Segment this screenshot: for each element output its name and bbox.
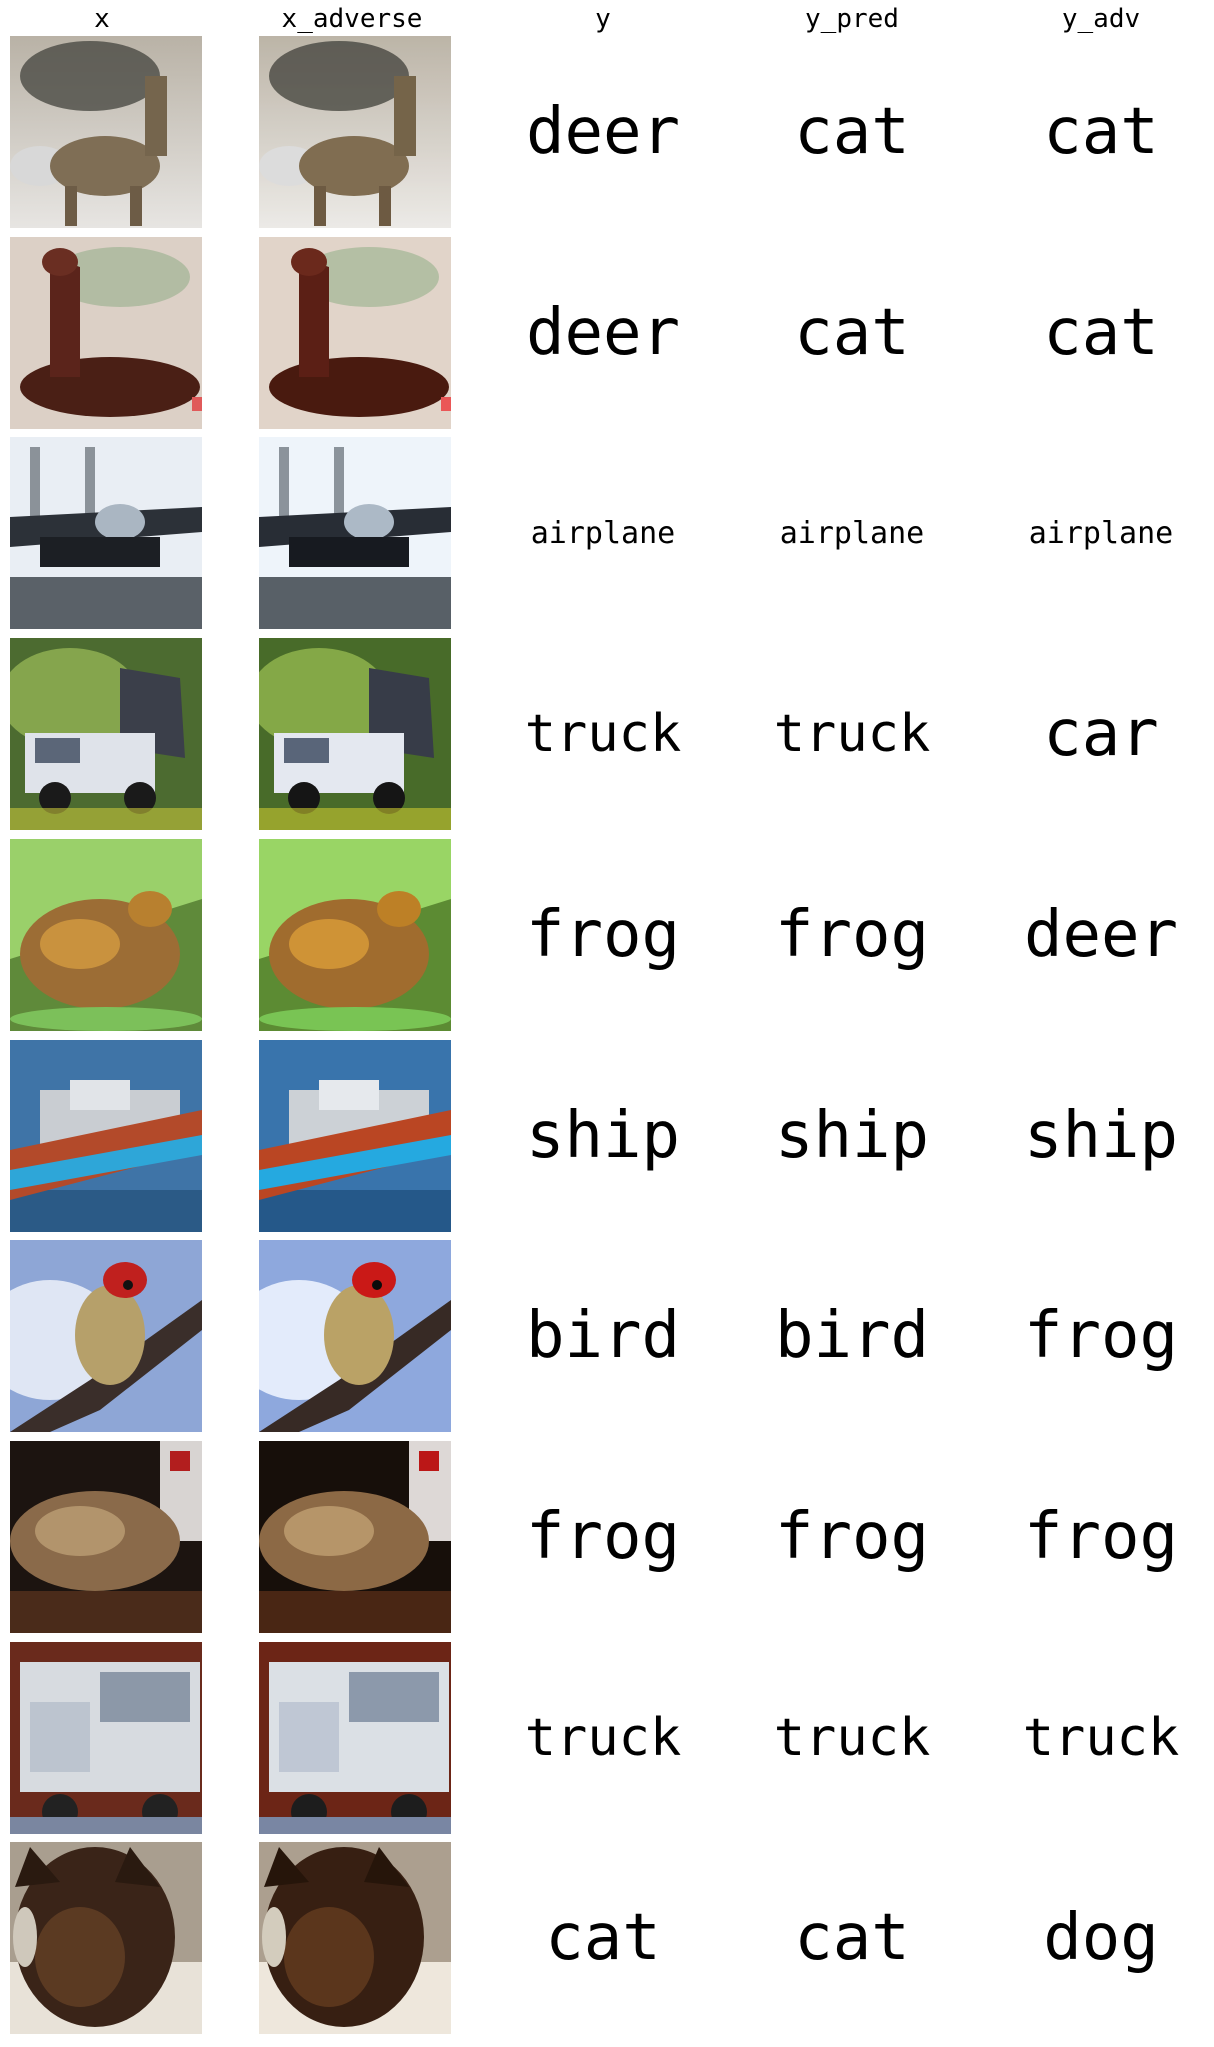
y-adv-label: frog — [1023, 1499, 1179, 1574]
y-label: frog — [525, 1499, 681, 1574]
y-pred-label: cat — [794, 295, 910, 370]
x-image — [10, 838, 202, 1031]
y-pred-label: cat — [794, 1901, 910, 1976]
y-label: truck — [524, 704, 682, 765]
x-image — [10, 236, 202, 429]
x-image — [10, 437, 202, 630]
y-adv-label: car — [1043, 697, 1159, 772]
x-adverse-image — [259, 1440, 451, 1633]
x-image — [10, 638, 202, 831]
y-label: cat — [545, 1901, 661, 1976]
table-row: deer cat cat — [0, 36, 1214, 228]
x-image — [10, 1440, 202, 1633]
x-adverse-image — [259, 36, 451, 228]
y-adv-label: frog — [1023, 1299, 1179, 1374]
y-pred-label: bird — [774, 1299, 930, 1374]
table-row: ship ship ship — [0, 1039, 1214, 1232]
x-adverse-image — [259, 1240, 451, 1433]
y-adv-label: cat — [1043, 95, 1159, 169]
x-adverse-image — [259, 638, 451, 831]
header-y: y — [595, 4, 611, 34]
y-label: frog — [525, 897, 681, 972]
x-adverse-image — [259, 838, 451, 1031]
y-label: airplane — [530, 515, 676, 551]
x-adverse-image — [259, 1641, 451, 1834]
table-row: bird bird frog — [0, 1240, 1214, 1433]
table-row: deer cat cat — [0, 236, 1214, 429]
y-label: bird — [525, 1299, 681, 1374]
x-adverse-image — [259, 1842, 451, 2035]
x-adverse-image — [259, 236, 451, 429]
y-adv-label: dog — [1043, 1901, 1159, 1976]
y-adv-label: ship — [1023, 1098, 1179, 1173]
x-adverse-image — [259, 1039, 451, 1232]
header-y-adv: y_adv — [1061, 4, 1141, 34]
y-label: deer — [525, 95, 681, 169]
table-row: truck truck car — [0, 638, 1214, 831]
y-pred-label: ship — [774, 1098, 930, 1173]
x-image — [10, 1842, 202, 2035]
table-row: cat cat dog — [0, 1842, 1214, 2035]
x-image — [10, 1641, 202, 1834]
table-row: frog frog frog — [0, 1440, 1214, 1633]
y-adv-label: truck — [1022, 1707, 1180, 1768]
table-row: truck truck truck — [0, 1641, 1214, 1834]
y-adv-label: airplane — [1028, 515, 1174, 551]
header-x: x — [94, 4, 110, 34]
y-pred-label: airplane — [779, 515, 925, 551]
y-label: truck — [524, 1707, 682, 1768]
x-image — [10, 1240, 202, 1433]
y-pred-label: truck — [773, 704, 931, 765]
x-image — [10, 36, 202, 228]
y-label: deer — [525, 295, 681, 370]
x-image — [10, 1039, 202, 1232]
y-adv-label: cat — [1043, 295, 1159, 370]
y-pred-label: cat — [794, 95, 910, 169]
y-label: ship — [525, 1098, 681, 1173]
y-pred-label: truck — [773, 1707, 931, 1768]
table-row: airplane airplane airplane — [0, 437, 1214, 630]
header-y-pred: y_pred — [805, 4, 899, 34]
y-pred-label: frog — [774, 1499, 930, 1574]
y-adv-label: deer — [1023, 897, 1179, 972]
header-x-adverse: x_adverse — [281, 4, 423, 34]
x-adverse-image — [259, 437, 451, 630]
y-pred-label: frog — [774, 897, 930, 972]
table-row: frog frog deer — [0, 838, 1214, 1031]
